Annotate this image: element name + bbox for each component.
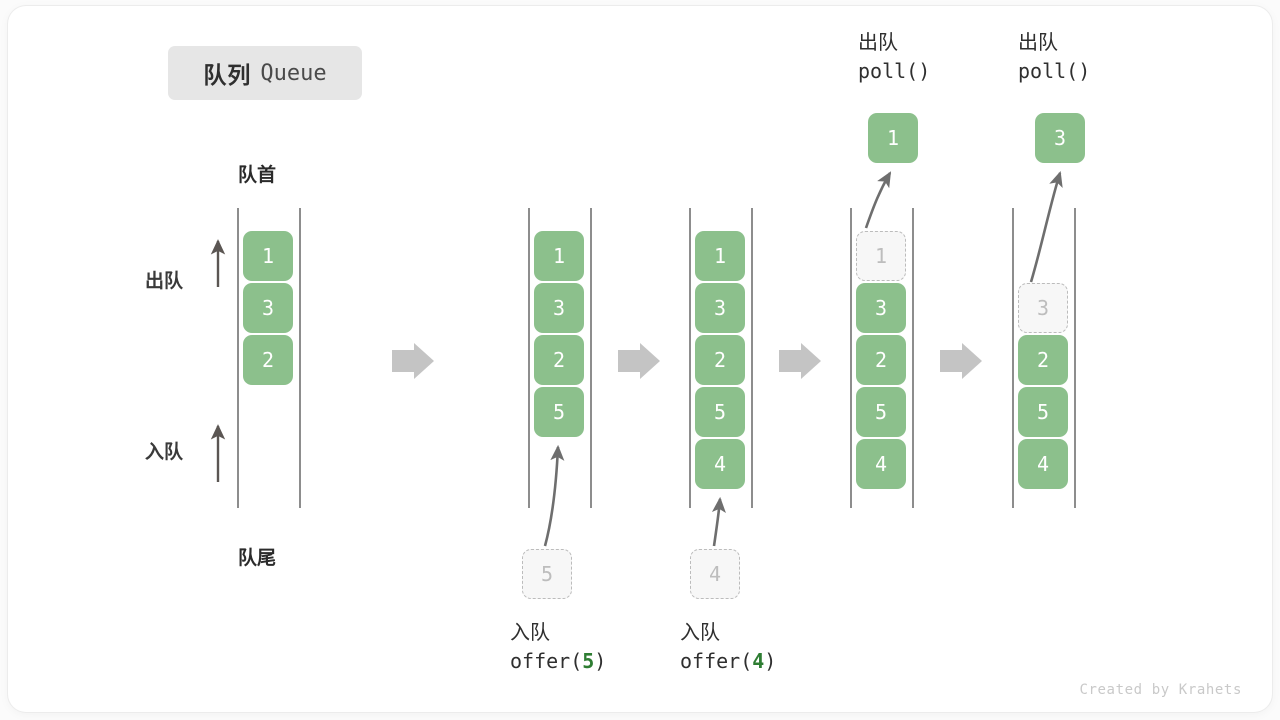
- queue-rail-right-1: [590, 208, 592, 508]
- queue-rail-right-4: [1074, 208, 1076, 508]
- queue-cell: 5: [1018, 387, 1068, 437]
- pending-enqueue-cell: 4: [690, 549, 740, 599]
- queue-rail-right-3: [912, 208, 914, 508]
- queue-cell: 3: [534, 283, 584, 333]
- queue-cell: 5: [534, 387, 584, 437]
- operation-cn-poll-2: 出队: [1018, 32, 1058, 54]
- popped-cell: 1: [868, 113, 918, 163]
- queue-rail-left-3: [850, 208, 852, 508]
- removed-queue-cell: 1: [856, 231, 906, 281]
- title-chinese: 队列: [203, 62, 252, 88]
- queue-cell: 4: [695, 439, 745, 489]
- queue-cell: 3: [856, 283, 906, 333]
- queue-rail-left-0: [237, 208, 239, 508]
- diagram-card: [8, 6, 1272, 712]
- operation-code-offer-4: offer(4): [680, 649, 777, 673]
- operation-label-offer-5: 入队 offer(5): [510, 620, 606, 676]
- queue-cell: 1: [695, 231, 745, 281]
- operation-label-offer-4: 入队 offer(4): [680, 620, 776, 676]
- title-english: Queue: [260, 60, 327, 86]
- popped-cell: 3: [1035, 113, 1085, 163]
- credit-text: Created by Krahets: [1079, 682, 1242, 698]
- queue-rail-right-0: [299, 208, 301, 508]
- operation-cn-poll-1: 出队: [858, 32, 898, 54]
- queue-cell: 5: [856, 387, 906, 437]
- queue-rail-left-2: [689, 208, 691, 508]
- queue-front-label: 队首: [238, 165, 277, 186]
- enqueue-direction-label: 入队: [145, 442, 184, 463]
- queue-cell: 3: [695, 283, 745, 333]
- operation-code-offer-5: offer(5): [510, 649, 607, 673]
- queue-cell: 2: [243, 335, 293, 385]
- queue-cell: 2: [695, 335, 745, 385]
- queue-rail-right-2: [751, 208, 753, 508]
- queue-cell: 4: [856, 439, 906, 489]
- operation-label-poll-1: 出队 poll(): [858, 30, 930, 86]
- removed-queue-cell: 3: [1018, 283, 1068, 333]
- queue-rear-label: 队尾: [238, 548, 277, 569]
- operation-code-poll-1: poll(): [858, 59, 931, 83]
- operation-label-poll-2: 出队 poll(): [1018, 30, 1090, 86]
- queue-rail-left-4: [1012, 208, 1014, 508]
- operation-code-poll-2: poll(): [1018, 59, 1091, 83]
- dequeue-direction-label: 出队: [145, 271, 184, 292]
- operation-cn-offer-5: 入队: [510, 622, 550, 644]
- queue-cell: 2: [856, 335, 906, 385]
- queue-cell: 5: [695, 387, 745, 437]
- queue-cell: 1: [534, 231, 584, 281]
- queue-cell: 1: [243, 231, 293, 281]
- operation-cn-offer-4: 入队: [680, 622, 720, 644]
- queue-cell: 2: [534, 335, 584, 385]
- pending-enqueue-cell: 5: [522, 549, 572, 599]
- queue-cell: 2: [1018, 335, 1068, 385]
- diagram-title-badge: 队列 Queue: [168, 46, 362, 100]
- queue-cell: 3: [243, 283, 293, 333]
- queue-rail-left-1: [528, 208, 530, 508]
- queue-cell: 4: [1018, 439, 1068, 489]
